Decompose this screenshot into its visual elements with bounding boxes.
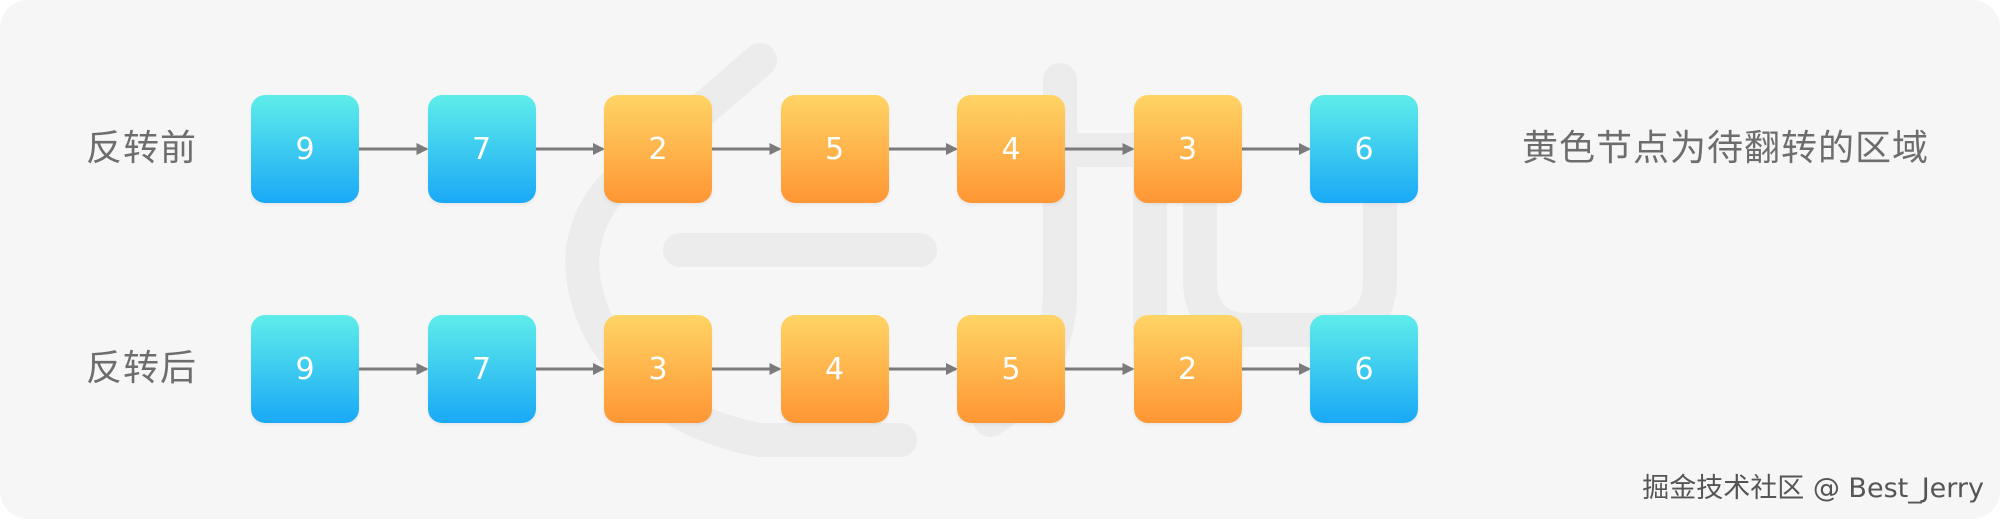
list-node-after-4: 4 (780, 315, 889, 423)
list-node-before-3: 2 (604, 95, 712, 203)
list-node-before-1: 9 (251, 95, 359, 203)
list-node-after-3: 3 (604, 315, 712, 423)
credit-text: 掘金技术社区 @ Best_Jerry (1642, 473, 1984, 504)
list-node-before-6: 3 (1133, 95, 1242, 203)
list-node-after-6: 2 (1133, 315, 1242, 423)
list-node-before-2: 7 (427, 95, 536, 203)
list-node-after-2: 7 (427, 315, 536, 423)
legend-note: 黄色节点为待翻转的区域 (1522, 128, 1930, 169)
row-label-after: 反转后 (86, 348, 198, 389)
list-node-before-7: 6 (1310, 95, 1418, 203)
list-node-after-7: 6 (1310, 315, 1418, 423)
list-node-before-4: 5 (780, 95, 889, 203)
list-node-after-1: 9 (251, 315, 359, 423)
list-node-before-5: 4 (957, 95, 1065, 203)
row-label-before: 反转前 (86, 128, 198, 169)
list-node-after-5: 5 (957, 315, 1065, 423)
